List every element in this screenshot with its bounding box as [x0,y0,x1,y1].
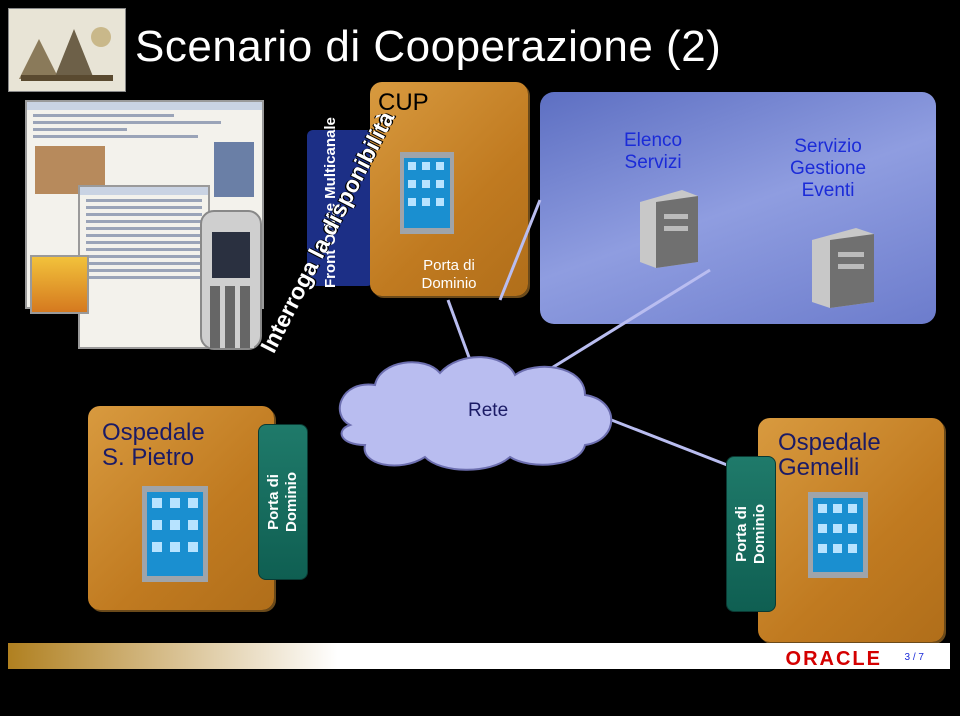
cup-box: CUP Porta di Dominio [370,82,528,296]
logo-illustration [9,9,125,91]
photo-thumbnail [30,255,89,314]
cup-label: CUP [378,89,429,116]
porta-dominio-gemelli: Porta di Dominio [726,456,776,612]
porta-dominio-pietro: Porta di Dominio [258,424,308,580]
building-icon-pietro [142,486,208,582]
ospedale-gemelli-label: Ospedale Gemelli [778,429,881,481]
building-icon-gemelli [808,492,868,578]
building-icon [400,152,454,234]
server-icon-2 [812,228,874,308]
ospedale-pietro-label: Ospedale S. Pietro [102,419,205,471]
footer-bar [8,643,950,669]
ospedale-gemelli-box: Ospedale Gemelli [758,418,944,642]
oracle-logo: ORACLE [785,648,882,670]
elenco-servizi-label: Elenco Servizi [624,130,683,173]
services-panel: Elenco Servizi Servizio Gestione Eventi [540,92,936,324]
porta-dominio-gemelli-label: Porta di Dominio [733,504,768,564]
pda-device [200,210,262,350]
server-icon [640,190,698,268]
servizio-gestione-eventi-label: Servizio Gestione Eventi [790,136,867,201]
ospedale-pietro-box: Ospedale S. Pietro [88,406,274,610]
network-cloud [338,356,613,471]
cup-porta-label: Porta di Dominio [421,257,477,292]
logo-image [8,8,126,92]
porta-dominio-pietro-label: Porta di Dominio [265,472,300,532]
page-title: Scenario di Cooperazione (2) [135,22,722,71]
front-office-bar: Front Office Multicanale [307,117,373,288]
rete-label: Rete [468,400,509,421]
page-number: 3 / 7 [904,652,924,663]
